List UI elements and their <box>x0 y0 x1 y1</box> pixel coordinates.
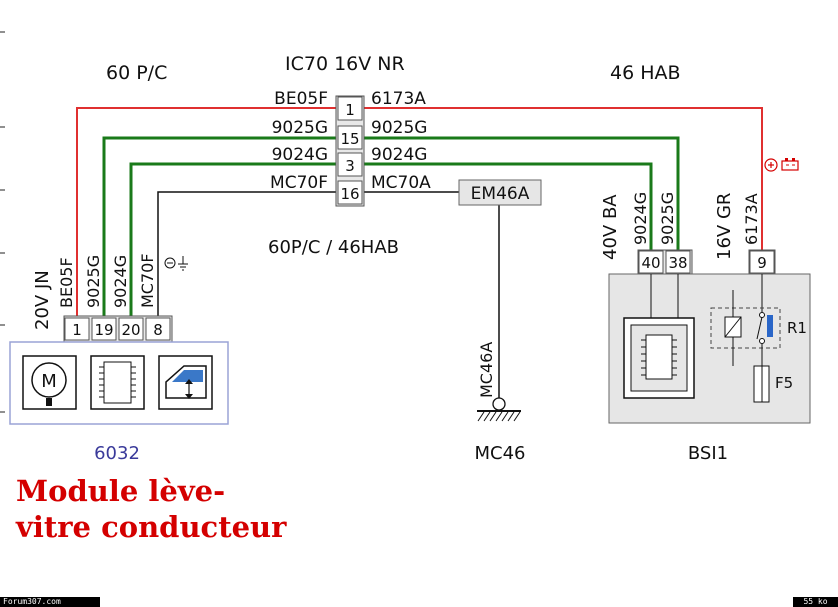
battery-icon <box>764 158 799 172</box>
wire-label: 9025G <box>272 118 328 138</box>
wire-red-6173a <box>364 107 763 250</box>
module-title-line: Module lève- <box>16 474 226 508</box>
module-6032-name: 6032 <box>94 443 140 464</box>
module-title-line: vitre conducteur <box>16 510 287 544</box>
footer-site-label: Forum307.com <box>0 597 100 607</box>
header-right: 46 HAB <box>610 62 681 84</box>
wire-black-mc70f <box>157 191 336 316</box>
wire-label: 9025G <box>84 255 103 308</box>
svg-text:M: M <box>41 371 57 392</box>
module-pin: 19 <box>94 321 113 339</box>
wire-label: MC70F <box>138 253 157 308</box>
bsi-pin: 9 <box>757 254 767 272</box>
wire-label: 9025G <box>658 192 677 245</box>
wire-green-9025g-left <box>102 136 336 316</box>
wire-label: MC70F <box>270 173 328 193</box>
chip-icon <box>90 355 145 410</box>
wire-label: MC70A <box>371 173 431 193</box>
bsi-chip-icon <box>623 317 695 399</box>
wire-label: 9024G <box>111 255 130 308</box>
bsi-connector-left: 40V BA <box>600 194 621 260</box>
wire-label: 9024G <box>371 145 427 165</box>
wire-label: BE05F <box>274 89 328 109</box>
module-pin: 1 <box>72 321 82 339</box>
ic70-pin: 16 <box>340 185 359 203</box>
ic70-pin: 1 <box>345 101 355 119</box>
splice-em46a: EM46A <box>458 179 542 206</box>
bsi1-name: BSI1 <box>688 443 728 464</box>
motor-icon: M <box>22 355 77 410</box>
fuse-label: F5 <box>775 374 793 392</box>
wire-red-be05f <box>76 107 336 316</box>
module-title: Module lève- vitre conducteur <box>16 473 336 545</box>
module-6032: 20V JN BE05F 9025G 9024G MC70F 1 19 20 8 <box>9 253 229 464</box>
module-6032-connector: 20V JN <box>32 270 53 330</box>
relay-label: R1 <box>787 319 807 337</box>
wire-label: BE05F <box>57 257 76 308</box>
header-left: 60 P/C <box>106 62 167 84</box>
ground-mc46: MC46A MC46 <box>474 342 525 464</box>
em46a-label: EM46A <box>471 184 530 204</box>
wire-label: 6173A <box>371 89 426 109</box>
footer-size-label: 55 ko <box>793 597 838 607</box>
connector-ic70: 1 15 3 16 <box>335 95 365 207</box>
module-pin: 20 <box>121 321 140 339</box>
margin-ticks <box>0 31 5 413</box>
header-center: IC70 16V NR <box>285 53 405 75</box>
wire-green-9024g-right <box>364 162 653 250</box>
wire-green-9025g-right <box>364 136 680 250</box>
ground-symbol <box>164 256 188 271</box>
window-lift-icon <box>158 355 213 410</box>
bsi-connector-right: 16V GR <box>714 193 735 260</box>
mc46a-label: MC46A <box>477 342 496 398</box>
bsi-pin: 38 <box>668 254 687 272</box>
relay-r1-icon: R1 <box>710 274 807 366</box>
bsi1: 40V BA 9024G 9025G 16V GR 6173A 40 38 9 <box>600 158 811 464</box>
mc46-label: MC46 <box>474 443 525 464</box>
wire-label: 9025G <box>371 118 427 138</box>
bsi-pin: 40 <box>641 254 660 272</box>
wire-label: 9024G <box>631 192 650 245</box>
ic70-pin: 15 <box>340 130 359 148</box>
header-middle: 60P/C / 46HAB <box>268 237 399 258</box>
wire-label: 6173A <box>742 193 761 245</box>
fuse-f5-icon: F5 <box>753 365 793 403</box>
module-pin: 8 <box>153 321 163 339</box>
wire-green-9024g-left <box>129 162 336 316</box>
wire-label: 9024G <box>272 145 328 165</box>
ic70-pin: 3 <box>345 157 355 175</box>
